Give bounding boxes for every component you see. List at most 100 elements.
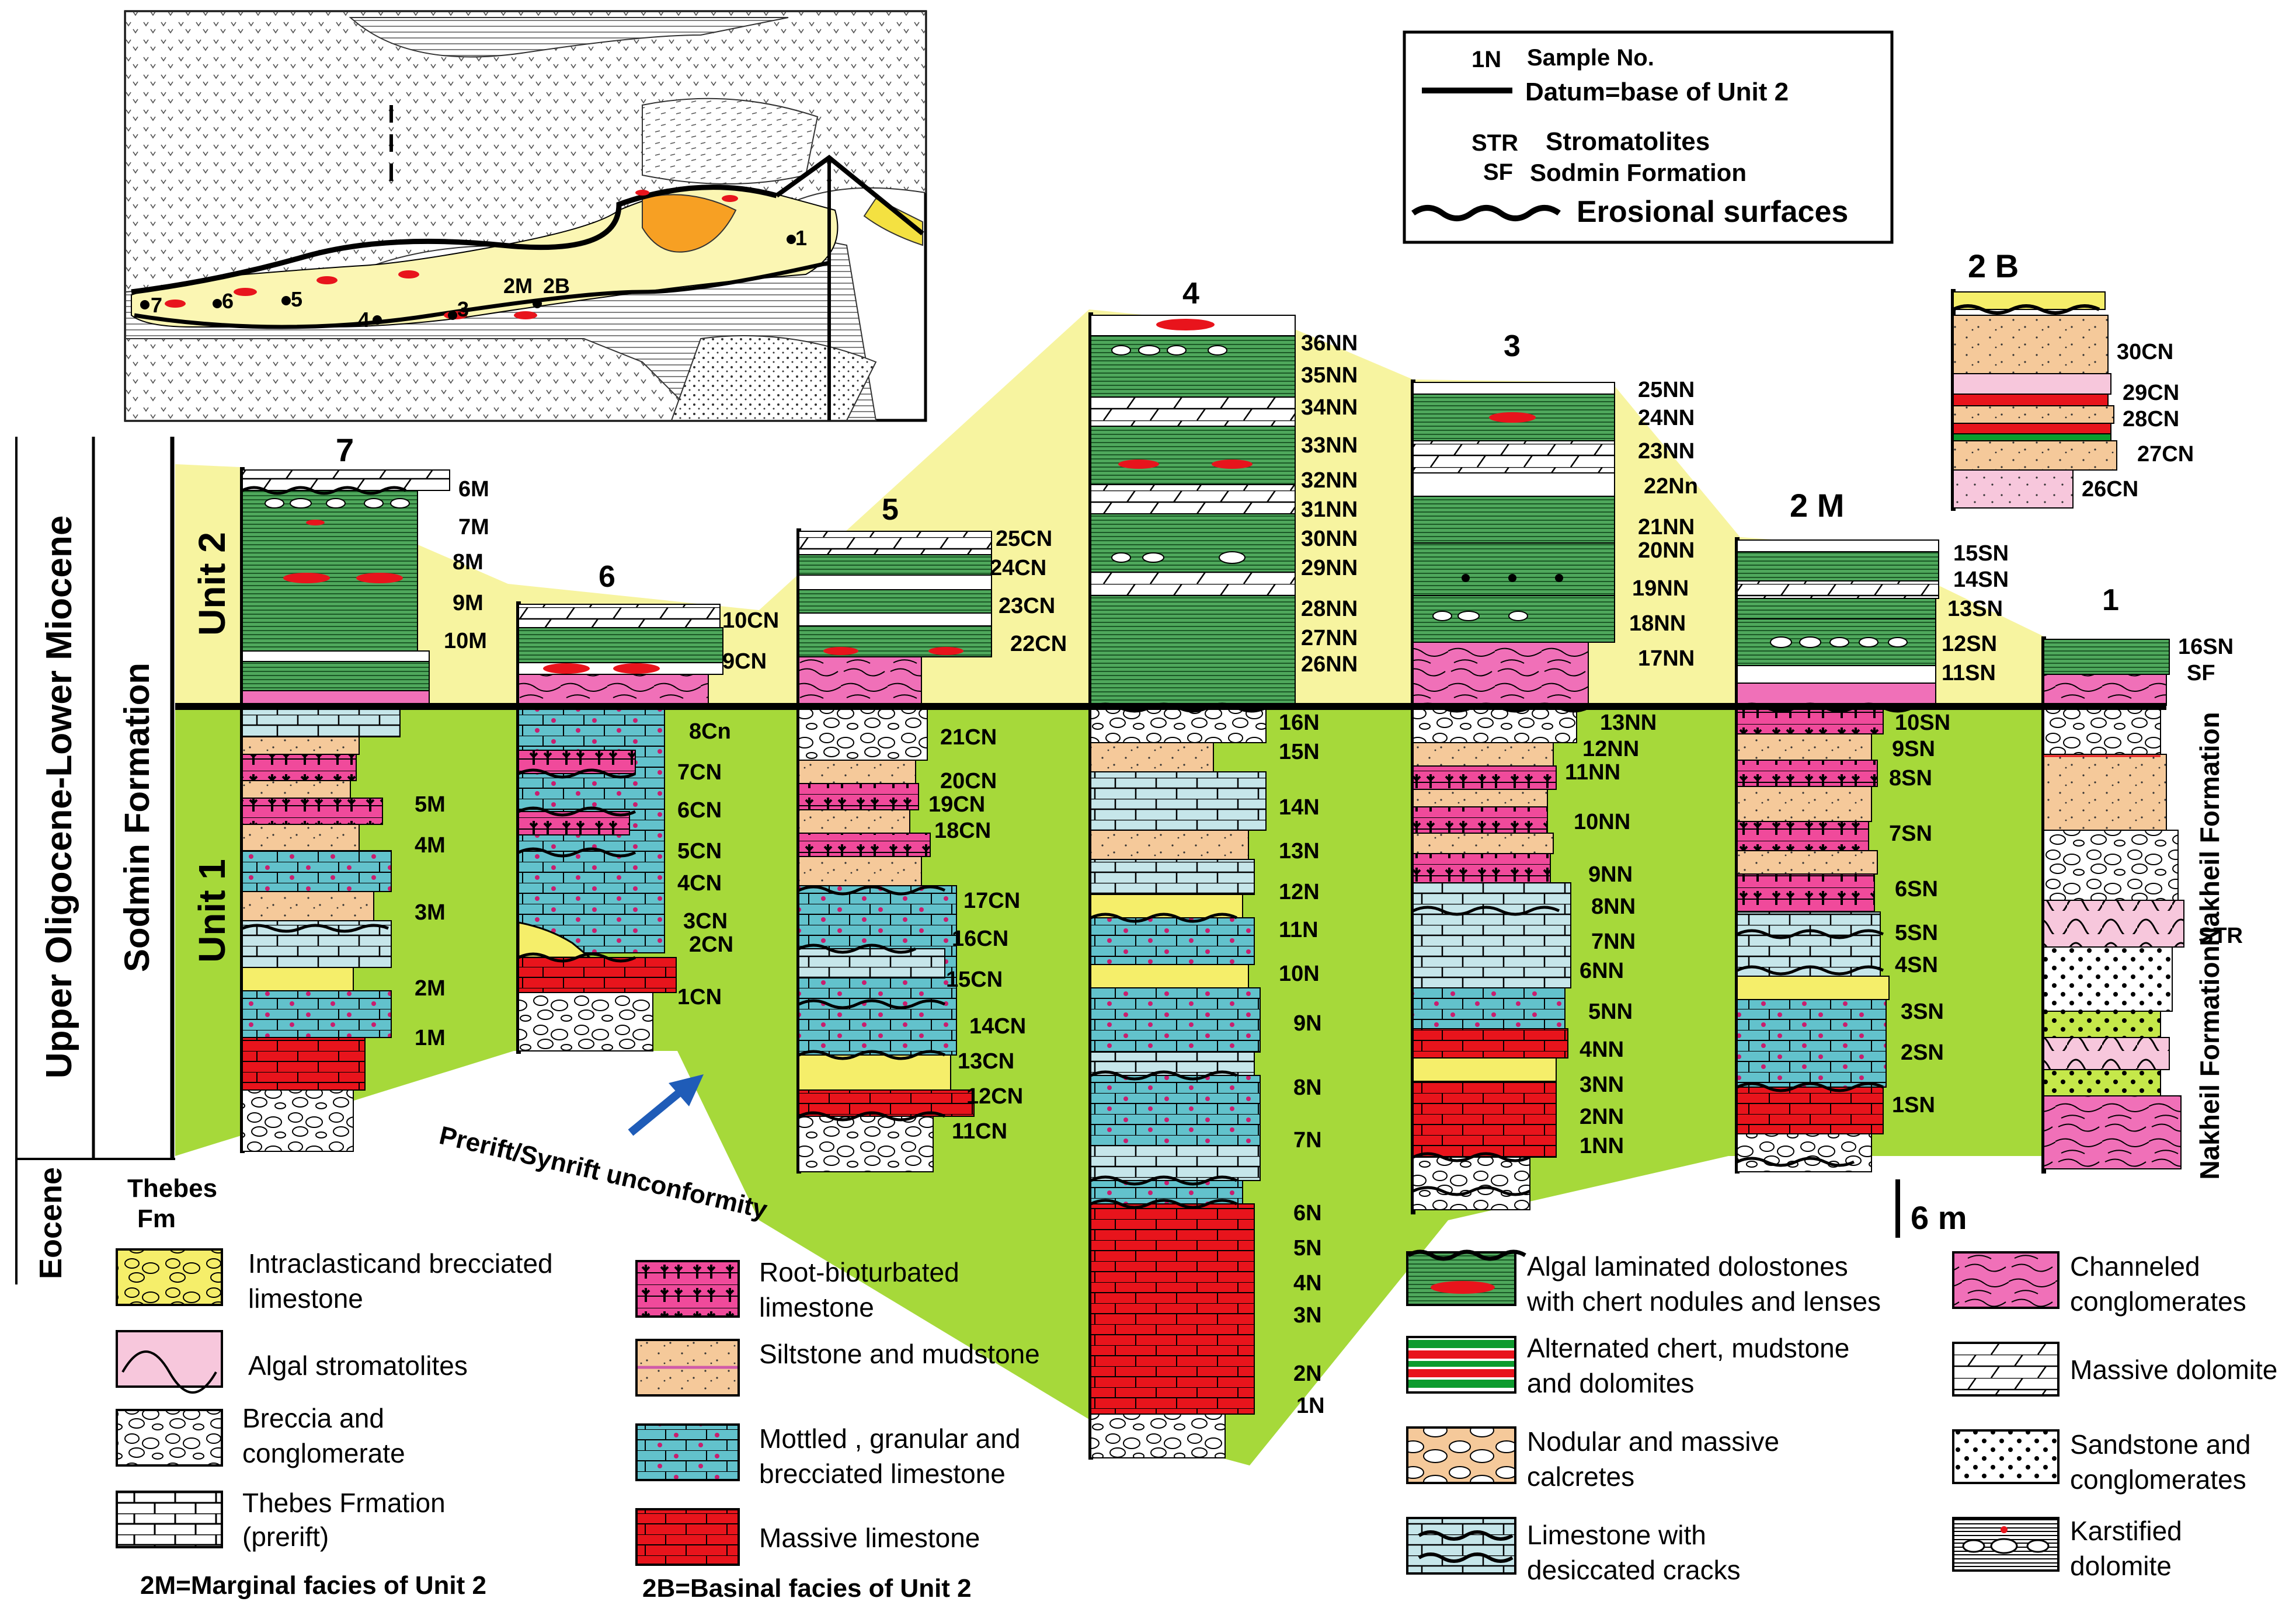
sample-SF: SF	[2187, 661, 2215, 685]
sample-28NN: 28NN	[1301, 597, 1358, 621]
legend-algal-line1: Algal laminated dolostones	[1527, 1251, 1848, 1282]
formation-label: Sodmin Formation	[117, 663, 156, 972]
sample-31NN: 31NN	[1301, 497, 1358, 522]
sample-23CN: 23CN	[999, 594, 1055, 618]
column-6-title: 6	[599, 560, 615, 594]
sample-7SN: 7SN	[1889, 821, 1932, 846]
sample-3NN: 3NN	[1580, 1073, 1624, 1097]
column-2b-title: 2 B	[1968, 248, 2019, 284]
legend-datum-label: Datum=base of Unit 2	[1525, 78, 1789, 106]
unit2-label: Unit 2	[191, 532, 233, 636]
section-column-5: 5 25CN 24CN 23CN 22CN 21CN 20CN 19CN 18C…	[796, 493, 1067, 1174]
sample-30CN: 30CN	[2117, 340, 2173, 364]
inset-location-map: 7 6 5 4 3 2M 2B 1	[124, 10, 927, 422]
sample-12N: 12N	[1279, 880, 1320, 904]
sample-7NN: 7NN	[1591, 929, 1636, 954]
section-column-2b: 2 B 30CN 29CN 28CN 27CN 26CN	[1951, 248, 2194, 511]
legend-item-channeled: Channeled conglomerates	[1952, 1251, 2246, 1317]
sample-20NN: 20NN	[1638, 538, 1695, 563]
legend-item-intraclastic: Intraclasticand brecciated limestone	[116, 1248, 553, 1314]
sample-36NN: 36NN	[1301, 331, 1358, 356]
legend-calcretes-line2: calcretes	[1527, 1461, 1634, 1492]
section-column-1: 1 16SN SF STR Nakheil Formation Nakheil …	[2041, 583, 2243, 1180]
legend-thebes-line2: (prerift)	[242, 1522, 329, 1552]
sample-6N: 6N	[1293, 1201, 1322, 1225]
legend-calcretes-line1: Nodular and massive	[1527, 1426, 1779, 1457]
map-label-3: 3	[457, 297, 469, 321]
legend-item-siltstone: Siltstone and mudstone	[635, 1339, 1040, 1397]
sample-21NN: 21NN	[1638, 515, 1695, 539]
sample-2M: 2M	[415, 976, 446, 1001]
thebes-label-2: Fm	[137, 1204, 176, 1233]
legend-karst-line2: dolomite	[2070, 1551, 2172, 1581]
sample-27CN: 27CN	[2137, 442, 2194, 466]
section-column-2m: 2 M 15SN 14SN 13SN 12SN 11SN 10SN 9SN 8S…	[1735, 487, 2009, 1174]
scale-label: 6 m	[1911, 1199, 1967, 1236]
sample-16CN: 16CN	[952, 927, 1008, 951]
sample-11NN: 11NN	[1565, 760, 1620, 785]
sample-STR: STR	[2198, 924, 2243, 948]
sample-1NN: 1NN	[1580, 1134, 1624, 1158]
sample-33NN: 33NN	[1301, 433, 1358, 458]
sample-5NN: 5NN	[1588, 1000, 1633, 1024]
sample-13N: 13N	[1279, 839, 1320, 864]
legend-channeled-line1: Channeled	[2070, 1251, 2200, 1282]
map-label-5: 5	[291, 287, 302, 311]
sample-2SN: 2SN	[1901, 1040, 1944, 1065]
legend-item-karst: Karstified dolomite	[1952, 1516, 2182, 1581]
sample-12CN: 12CN	[966, 1084, 1023, 1109]
sample-18NN: 18NN	[1629, 611, 1686, 636]
legend-root-line2: limestone	[759, 1292, 874, 1322]
sample-7M: 7M	[458, 515, 489, 539]
map-label-1: 1	[795, 226, 807, 250]
lithology-legend: Intraclasticand brecciated limestone Alg…	[116, 1248, 2277, 1603]
sample-10M: 10M	[444, 629, 487, 653]
legend-str-label: Stromatolites	[1546, 127, 1710, 156]
column-4-title: 4	[1182, 277, 1199, 311]
legend-thebes-line1: Thebes Frmation	[242, 1488, 446, 1518]
map-label-2m: 2M	[503, 274, 533, 298]
sample-15SN: 15SN	[1953, 541, 2009, 566]
sample-13SN: 13SN	[1947, 597, 2003, 621]
legend-str-code: STR	[1471, 130, 1518, 156]
map-label-6: 6	[222, 289, 234, 313]
legend-item-root: Root-bioturbated limestone	[635, 1257, 959, 1322]
sample-19CN: 19CN	[928, 792, 985, 817]
legend-alternated-line1: Alternated chert, mudstone	[1527, 1333, 1849, 1363]
sample-5N: 5N	[1293, 1236, 1322, 1261]
section-column-3: 3 25NN 24NN 23NN 22Nn 21NN 20NN 19NN 18N…	[1411, 329, 1698, 1214]
sample-24CN: 24CN	[990, 556, 1046, 580]
sample-7CN: 7CN	[677, 760, 722, 785]
sample-25CN: 25CN	[996, 527, 1052, 551]
legend-massive-dol-line1: Massive dolomite	[2070, 1355, 2277, 1385]
sample-9CN: 9CN	[722, 649, 767, 674]
legend-mottled-line2: brecciated limestone	[759, 1458, 1006, 1489]
sample-11CN: 11CN	[952, 1119, 1007, 1144]
legend-item-stromatolites: Algal stromatolites	[116, 1330, 468, 1394]
map-label-2b: 2B	[543, 274, 570, 298]
column-7-title: 7	[336, 431, 354, 468]
sample-24NN: 24NN	[1638, 406, 1695, 430]
legend-intraclastic-line1: Intraclasticand brecciated	[248, 1248, 553, 1279]
sample-14SN: 14SN	[1953, 567, 2009, 592]
sample-16N: 16N	[1279, 711, 1320, 735]
unit1-label: Unit 1	[191, 859, 233, 963]
sample-15N: 15N	[1279, 740, 1320, 764]
legend-item-calcretes: Nodular and massive calcretes	[1406, 1426, 1779, 1492]
legend-siltstone-line1: Siltstone and mudstone	[759, 1339, 1040, 1369]
column-1-title: 1	[2102, 583, 2119, 617]
legend-item-thebes: Thebes Frmation (prerift)	[116, 1488, 446, 1552]
section-column-4: 4 36NN 35NN 34NN 33NN 32NN 31NN 30NN 29N…	[1088, 277, 1358, 1460]
map-locality-markers	[140, 235, 796, 325]
sample-23NN: 23NN	[1638, 439, 1695, 464]
legend-item-alternated: Alternated chert, mudstone and dolomites	[1406, 1333, 1849, 1398]
map-label-7: 7	[151, 293, 162, 317]
unconformity-arrow	[628, 1088, 683, 1136]
legend-sf-label: Sodmin Formation	[1530, 159, 1747, 186]
sample-5SN: 5SN	[1895, 921, 1938, 945]
sample-1CN: 1CN	[677, 985, 722, 1009]
sample-16SN: 16SN	[2178, 635, 2234, 659]
sample-3M: 3M	[415, 900, 446, 925]
legend-stromatolites-line1: Algal stromatolites	[248, 1350, 468, 1381]
